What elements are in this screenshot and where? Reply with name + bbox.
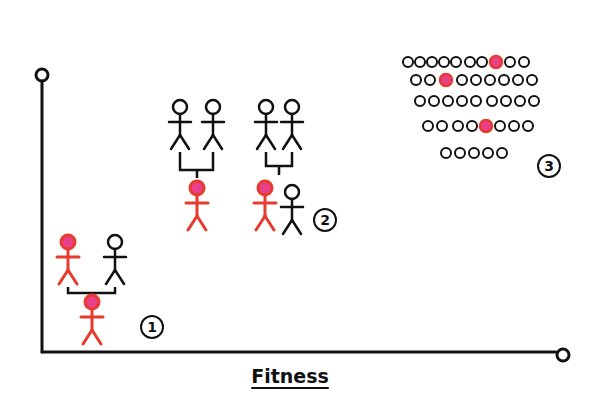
callout-number: 2	[313, 208, 337, 232]
callout-number: 3	[537, 154, 561, 178]
population-grid	[403, 57, 539, 158]
selected-individuals	[440, 56, 502, 132]
callout-number: 1	[140, 315, 164, 339]
axes	[36, 69, 569, 361]
axis-label: Fitness	[251, 365, 329, 387]
pairing-group-1	[57, 235, 126, 344]
pairing-group-2	[169, 100, 303, 234]
